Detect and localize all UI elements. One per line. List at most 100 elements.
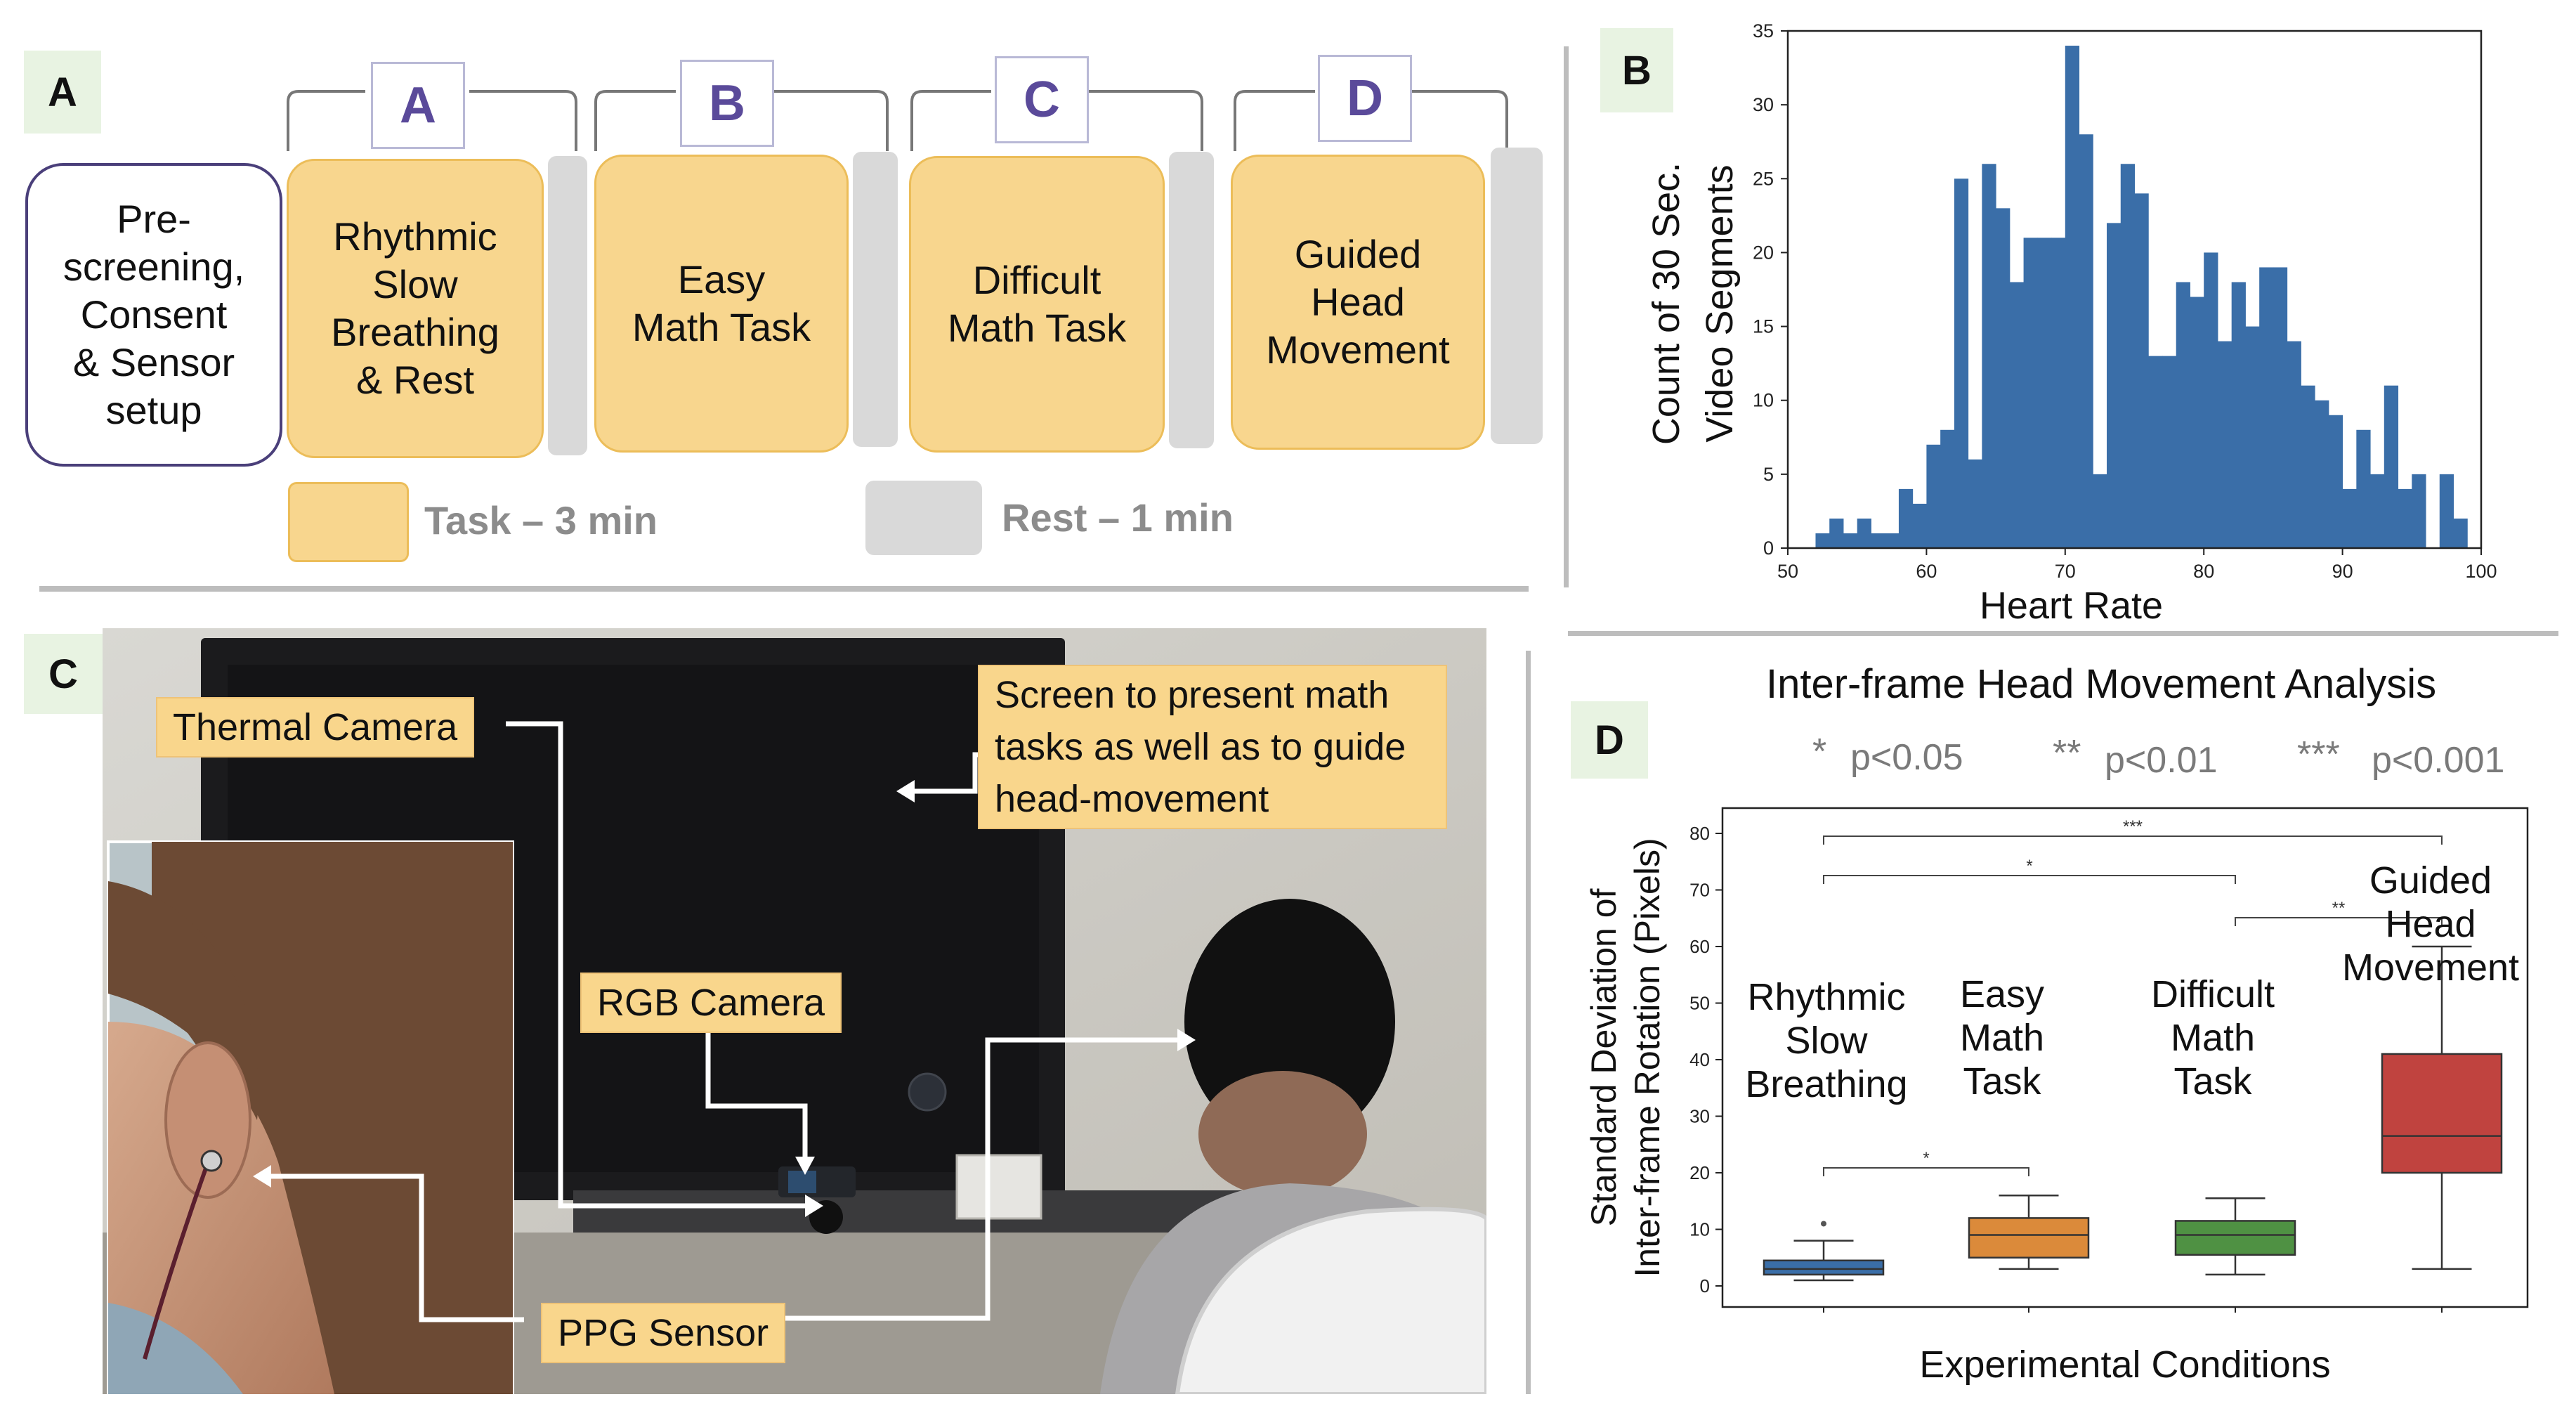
histogram-bar <box>1968 459 1982 548</box>
panel-d-letter: D <box>1571 701 1648 779</box>
y-tick-label: 25 <box>1753 168 1774 189</box>
y-tick-label: 15 <box>1753 316 1774 337</box>
histogram-bar <box>2093 474 2107 548</box>
histogram-bar <box>2162 356 2177 548</box>
task-line: Math Task <box>947 306 1127 350</box>
legend-task-swatch <box>288 482 409 562</box>
condition-label-difficult-math: Difficult Math Task <box>2136 973 2290 1103</box>
histogram-bar <box>1829 518 1844 548</box>
separator-a <box>39 586 1529 592</box>
box-iqr <box>1763 1259 1885 1276</box>
legend-rest-label: Rest – 1 min <box>1002 495 1234 540</box>
histogram-bar <box>2273 267 2288 548</box>
panel-a-letter: A <box>24 51 101 134</box>
y-tick-label: 10 <box>1753 390 1774 411</box>
histogram-bar <box>2176 282 2190 548</box>
significance-bracket <box>1823 1167 2029 1176</box>
x-tick-label: 50 <box>1777 561 1798 582</box>
x-tick-label: 90 <box>2332 561 2353 582</box>
pre-line: & Sensor <box>72 340 235 384</box>
x-tick-label: 80 <box>2193 561 2214 582</box>
task-line: Difficult <box>972 258 1101 302</box>
callout-rgb-camera: RGB Camera <box>580 973 842 1033</box>
histogram-bar <box>2342 488 2357 548</box>
condition-label-easy-math: Easy Math Task <box>1946 973 2058 1103</box>
y-tick-label: 0 <box>1700 1275 1710 1296</box>
y-tick-label: 20 <box>1689 1162 1710 1183</box>
sig-legend-2-stars: ** <box>2053 733 2081 774</box>
significance-label: ** <box>2332 899 2346 918</box>
histogram-bar <box>2453 518 2468 548</box>
separator-vertical-top <box>1564 46 1569 587</box>
rest-bar-d <box>1491 148 1543 444</box>
histogram-bar <box>2439 474 2454 548</box>
box <box>1968 1194 2090 1270</box>
separator-vertical-bottom <box>1526 651 1531 1394</box>
y-tick-label: 50 <box>1689 993 1710 1014</box>
rest-bar-a <box>548 156 587 455</box>
legend-rest-swatch <box>865 481 982 555</box>
histogram-bar <box>1843 533 1858 548</box>
rest-bar-b <box>853 152 898 447</box>
histogram-bar <box>2301 385 2315 548</box>
histogram-bar <box>2023 238 2038 548</box>
histogram-bar <box>2412 474 2426 548</box>
histogram-bar <box>1982 164 1996 548</box>
condition-label-line: Breathing <box>1745 1063 1908 1105</box>
histogram-bar <box>2370 474 2385 548</box>
histogram-bar <box>2384 385 2399 548</box>
significance-bracket <box>1823 835 2443 845</box>
legend-task-label: Task – 3 min <box>424 498 658 542</box>
histogram-bar <box>1940 429 1955 548</box>
condition-label-line: Guided <box>2369 859 2492 902</box>
histogram-bar <box>1954 178 1969 549</box>
condition-label-line: Math <box>2170 1017 2256 1059</box>
condition-label-head-movement: Guided Head Movement <box>2332 859 2529 989</box>
outlier-point <box>1821 1221 1826 1227</box>
histogram-bar <box>2134 193 2149 548</box>
y-tick-label: 35 <box>1753 20 1774 41</box>
y-tick-label: 40 <box>1689 1049 1710 1070</box>
pre-line: screening, <box>63 245 245 289</box>
y-tick-label: 30 <box>1689 1106 1710 1127</box>
histogram-bar <box>1857 518 1871 548</box>
significance-label: * <box>1923 1149 1929 1168</box>
condition-label-line: Easy <box>1959 973 2045 1015</box>
y-tick-label: 10 <box>1689 1219 1710 1240</box>
sig-legend-3-p: p<0.001 <box>2372 740 2505 781</box>
condition-label-line: Difficult <box>2150 973 2275 1015</box>
task-box-difficult-math: Difficult Math Task <box>909 156 1165 453</box>
sig-legend-1-p: p<0.05 <box>1850 737 1963 778</box>
task-line: Guided <box>1294 232 1422 276</box>
histogram-bar <box>1996 208 2011 548</box>
histogram-bar <box>2079 134 2093 548</box>
histogram-bar <box>2217 341 2232 548</box>
task-line: & Rest <box>355 358 475 402</box>
x-axis-label: Heart Rate <box>1980 585 2163 627</box>
condition-label-line: Slow <box>1785 1020 1868 1062</box>
task-box-head-movement: Guided Head Movement <box>1231 155 1485 450</box>
y-tick-label: 20 <box>1753 242 1774 263</box>
task-line: Easy <box>677 257 766 301</box>
condition-label-line: Task <box>2173 1060 2252 1103</box>
histogram-bar <box>2231 282 2246 548</box>
panel-c-letter: C <box>24 634 103 714</box>
histogram-bar <box>2204 252 2218 548</box>
group-letter-d: D <box>1318 55 1412 142</box>
histogram-bar <box>2107 223 2121 548</box>
callout-ppg-sensor: PPG Sensor <box>541 1303 786 1363</box>
histogram-bar <box>1871 533 1885 548</box>
box-iqr <box>1968 1217 2090 1259</box>
histogram-bar <box>2328 415 2343 548</box>
x-tick-label: 100 <box>2465 561 2497 582</box>
separator-d <box>1568 631 2558 636</box>
y-tick-label: 60 <box>1689 936 1710 957</box>
task-box-easy-math: Easy Math Task <box>594 155 849 453</box>
x-axis-label: Experimental Conditions <box>1919 1344 2330 1386</box>
group-letter-b: B <box>680 60 774 147</box>
task-box-breathing: Rhythmic Slow Breathing & Rest <box>287 159 544 458</box>
panel-d-title: Inter-frame Head Movement Analysis <box>1766 661 2437 707</box>
